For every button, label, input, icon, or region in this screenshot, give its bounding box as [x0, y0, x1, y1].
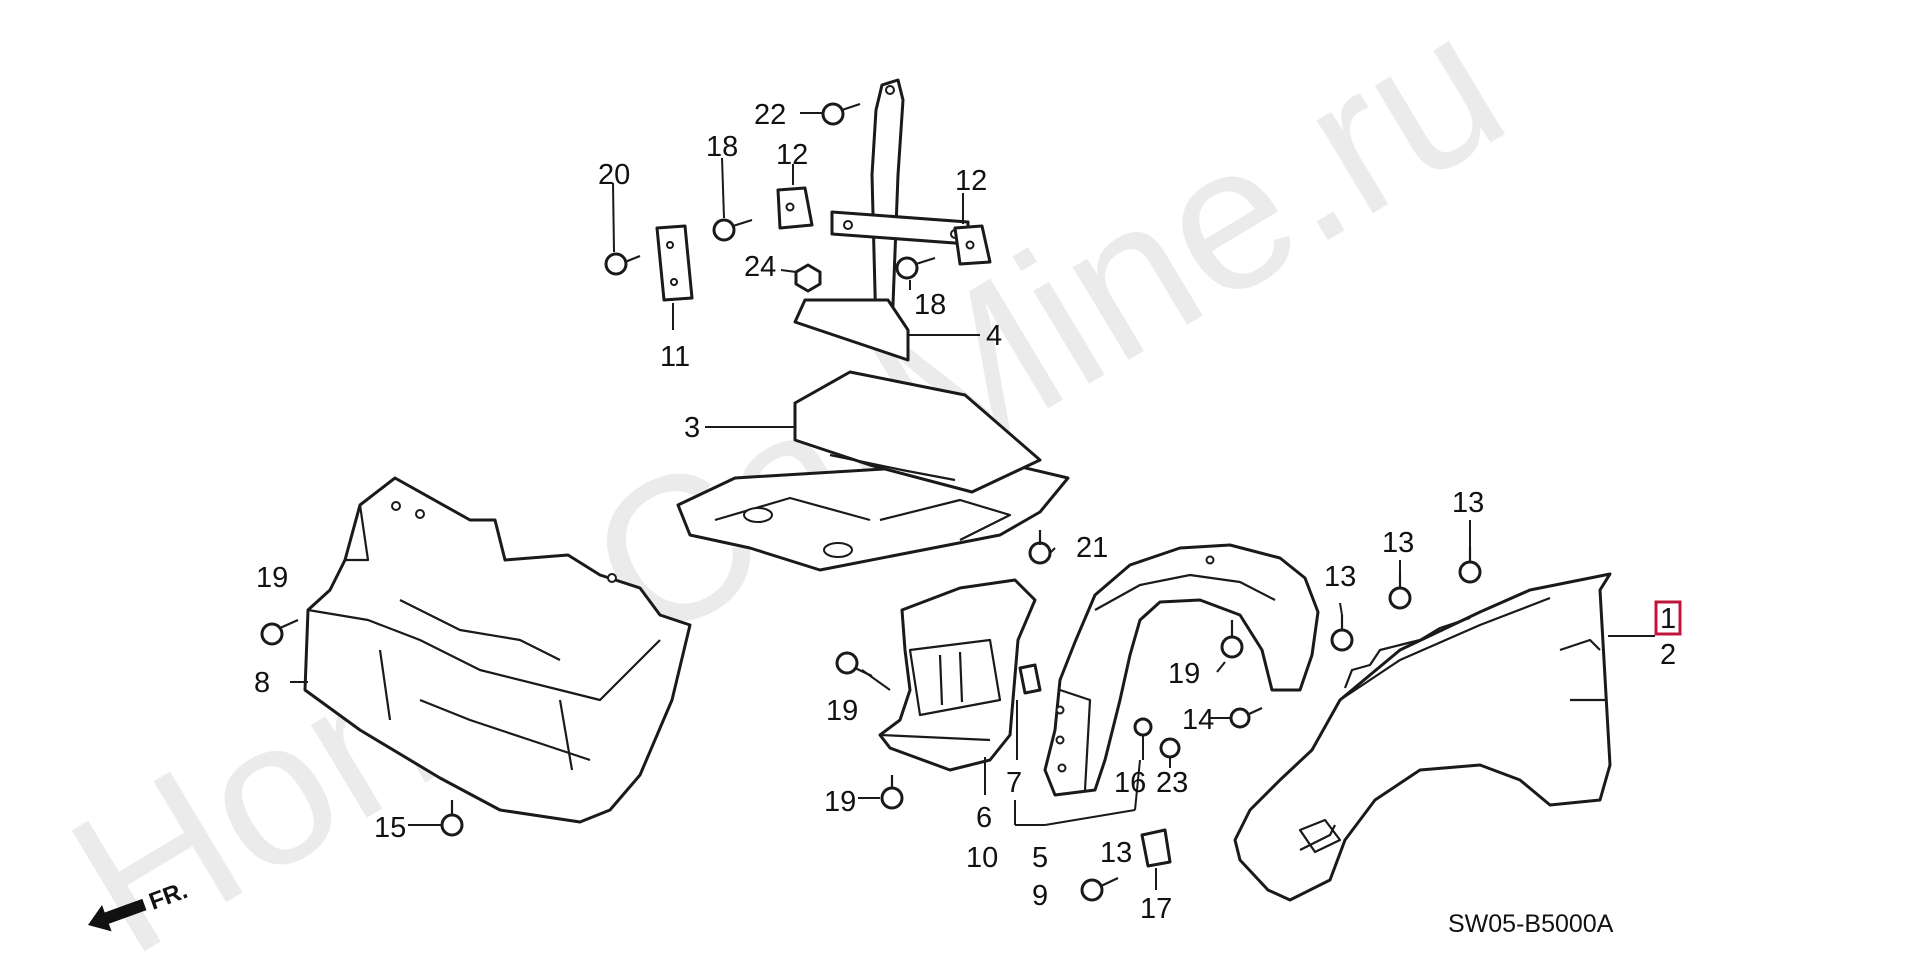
callout-3[interactable]: 3 — [684, 412, 700, 444]
callout-16[interactable]: 16 — [1114, 767, 1146, 799]
bolt-23 — [1159, 737, 1181, 759]
bracket-clamp-right — [953, 224, 992, 266]
callout-17[interactable]: 17 — [1140, 893, 1172, 925]
callout-18-lower[interactable]: 18 — [914, 289, 946, 321]
callout-19-center-lower[interactable]: 19 — [824, 786, 856, 818]
bolt-22 — [821, 102, 861, 126]
air-intake-shroud — [303, 476, 692, 824]
clip-7 — [1018, 663, 1042, 695]
callout-13-c[interactable]: 13 — [1452, 487, 1484, 519]
callout-20[interactable]: 20 — [598, 159, 630, 191]
bolt-19-left — [260, 618, 299, 646]
bolt-13-b — [1388, 573, 1412, 610]
battery-hold-bracket — [793, 78, 970, 362]
callout-22[interactable]: 22 — [754, 99, 786, 131]
highlight-box-part-1 — [1654, 600, 1682, 636]
callout-12-left[interactable]: 12 — [776, 139, 808, 171]
bolt-14 — [1229, 707, 1263, 729]
bolt-13-a — [1330, 615, 1354, 652]
callout-8[interactable]: 8 — [254, 667, 270, 699]
callout-23[interactable]: 23 — [1156, 767, 1188, 799]
leader-lines — [290, 112, 1655, 890]
washer-16 — [1133, 717, 1153, 737]
callout-6[interactable]: 6 — [976, 802, 992, 834]
callout-1[interactable]: 1 — [1660, 603, 1676, 635]
screw-18-upper — [712, 218, 753, 242]
diagram-code: SW05-B5000A — [1448, 910, 1614, 938]
front-fender — [1233, 572, 1612, 902]
front-arrow-icon — [88, 898, 147, 932]
callout-21[interactable]: 21 — [1076, 532, 1108, 564]
callout-2[interactable]: 2 — [1660, 639, 1676, 671]
callout-24[interactable]: 24 — [744, 251, 776, 283]
bolt-13-lower — [1080, 877, 1119, 902]
callout-11[interactable]: 11 — [660, 341, 690, 373]
callout-15[interactable]: 15 — [374, 812, 406, 844]
callout-18-upper[interactable]: 18 — [706, 131, 738, 163]
callout-19-center-upper[interactable]: 19 — [826, 695, 858, 727]
callout-19-left[interactable]: 19 — [256, 562, 288, 594]
inner-fender-liner — [1043, 543, 1320, 797]
bolt-13-c — [1458, 547, 1482, 584]
callout-12-right[interactable]: 12 — [955, 165, 987, 197]
bracket-17 — [1140, 828, 1172, 868]
bolt-19-center-lower — [880, 775, 904, 810]
callout-14[interactable]: 14 — [1182, 704, 1214, 736]
screw-18-lower — [895, 256, 936, 280]
callout-13-a[interactable]: 13 — [1324, 561, 1356, 593]
bolt-15 — [440, 800, 464, 837]
callout-10[interactable]: 10 — [966, 842, 998, 874]
splash-guard-bracket — [878, 578, 1037, 772]
callouts: 22 18 12 12 20 24 18 11 4 3 21 19 8 15 1… — [254, 99, 1682, 925]
callout-5[interactable]: 5 — [1032, 842, 1048, 874]
bolt-19-right — [1220, 620, 1244, 659]
callout-13-b[interactable]: 13 — [1382, 527, 1414, 559]
nut-24 — [794, 263, 822, 293]
callout-13-lower[interactable]: 13 — [1100, 837, 1132, 869]
bracket-clamp-left — [776, 186, 814, 230]
callout-9[interactable]: 9 — [1032, 880, 1048, 912]
bracket-plate — [655, 224, 694, 302]
callout-7[interactable]: 7 — [1006, 767, 1022, 799]
bolt-19-center-upper — [835, 651, 873, 677]
bolt-21 — [1028, 530, 1052, 565]
battery-tray — [676, 370, 1070, 572]
bolt-20 — [604, 252, 641, 276]
callout-19-right[interactable]: 19 — [1168, 658, 1200, 690]
callout-4[interactable]: 4 — [986, 320, 1002, 352]
